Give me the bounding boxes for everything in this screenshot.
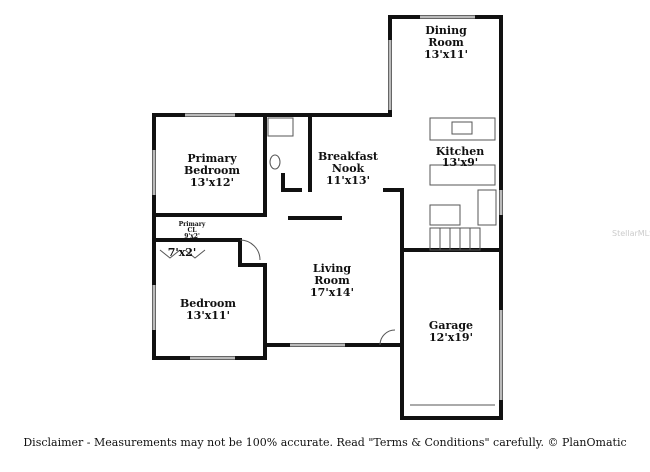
living-name2: Room	[314, 274, 350, 287]
dining-name: Dining	[425, 24, 467, 37]
kitchen-size: 13'x9'	[442, 156, 478, 169]
windows	[152, 15, 503, 400]
primary-bedroom-name: Primary	[187, 152, 237, 165]
half-bath-sink	[429, 204, 461, 226]
bedroom-name: Bedroom	[180, 297, 236, 310]
closet-size: 7'x2'	[168, 246, 197, 259]
primary-bedroom-name2: Bedroom	[184, 164, 240, 177]
dining-name2: Room	[428, 36, 464, 49]
kitchen-sink	[451, 121, 473, 135]
kitchen-name: Kitchen	[436, 145, 485, 158]
disclaimer: Disclaimer - Measurements may not be 100…	[23, 436, 627, 449]
primary-closet-name: Primary	[179, 221, 206, 228]
room-labels: Dining Room 13'x11' Primary Bedroom 13'x…	[168, 24, 485, 344]
front-door-swing	[379, 329, 396, 346]
nook-name2: Nook	[332, 162, 365, 175]
fixtures	[159, 117, 497, 406]
stairs	[429, 227, 481, 251]
primary-closet-name2: CL	[188, 227, 198, 234]
living-size: 17'x14'	[310, 286, 354, 299]
kitchen-counter	[429, 117, 496, 141]
bathtub	[267, 117, 294, 137]
primary-bedroom-size: 13'x12'	[190, 176, 234, 189]
nook-name: Breakfast	[318, 150, 379, 163]
watermark: StellarMLS	[612, 229, 650, 238]
washer-dryer	[477, 189, 497, 226]
dining-size: 13'x11'	[424, 48, 468, 61]
garage-size: 12'x19'	[429, 331, 473, 344]
toilet	[269, 154, 281, 170]
bedroom-size: 13'x11'	[186, 309, 230, 322]
garage-name: Garage	[429, 319, 473, 332]
kitchen-counter-2	[429, 164, 496, 186]
nook-size: 11'x13'	[326, 174, 370, 187]
living-name: Living	[313, 262, 351, 275]
primary-closet-size: 9'x2'	[184, 233, 200, 240]
